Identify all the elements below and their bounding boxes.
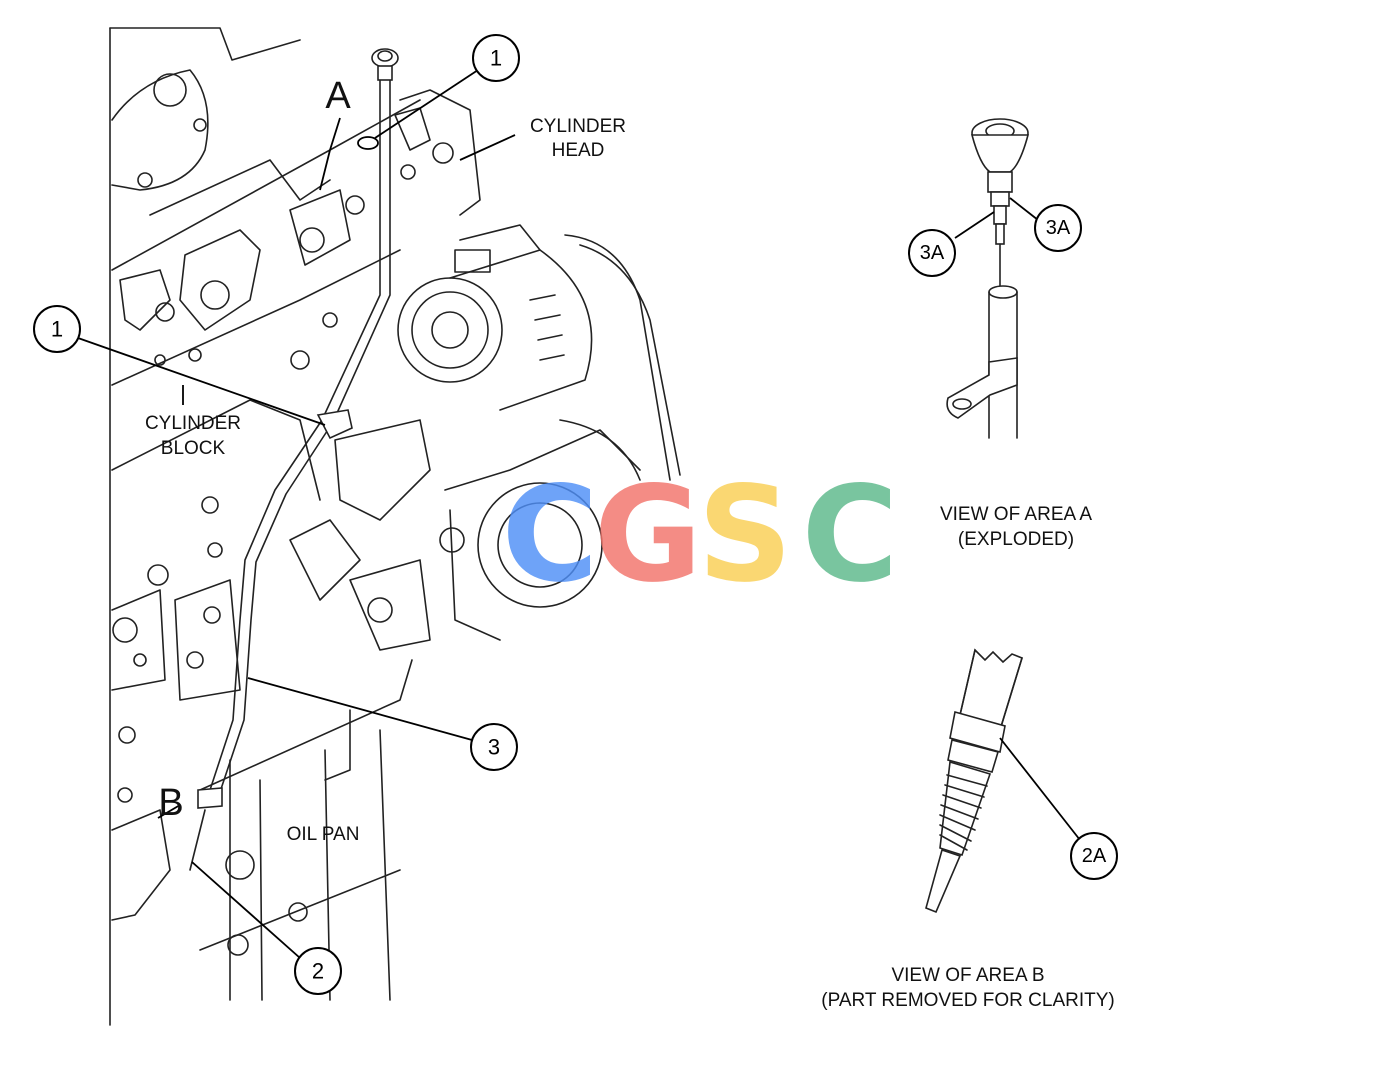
watermark-letter-c1: C xyxy=(502,458,599,612)
leader-2 xyxy=(191,861,301,959)
label-cylinder-head-line2: HEAD xyxy=(552,140,605,161)
svg-text:2A: 2A xyxy=(1082,845,1107,867)
watermark-letter-g: G xyxy=(594,458,702,612)
leader-1-left xyxy=(77,337,326,426)
engine-line-art xyxy=(109,27,681,1026)
watermark-letter-c2: C xyxy=(802,458,899,612)
area-a-pointer xyxy=(319,117,341,191)
view-area-b-subtitle: (PART REMOVED FOR CLARITY) xyxy=(821,990,1114,1011)
svg-text:1: 1 xyxy=(51,317,63,342)
leader-3 xyxy=(247,677,473,741)
leader-1-top xyxy=(374,69,479,139)
leader-cyl-head xyxy=(459,134,516,161)
view-area-b-title: VIEW OF AREA B xyxy=(891,965,1044,986)
svg-text:3A: 3A xyxy=(1046,217,1071,239)
label-cylinder-block-line2: BLOCK xyxy=(161,438,226,459)
label-cylinder-head-line1: CYLINDER xyxy=(530,116,626,137)
view-area-a-title: VIEW OF AREA A xyxy=(940,504,1092,525)
leader-lines xyxy=(77,69,516,959)
svg-text:2: 2 xyxy=(312,959,324,984)
callout-2: 2 xyxy=(294,947,342,995)
callout-3: 3 xyxy=(470,723,518,771)
callout-1-top: 1 xyxy=(472,34,520,82)
watermark-letter-s: S xyxy=(697,458,792,612)
callout-2a: 2A xyxy=(1070,832,1118,880)
callout-1-left: 1 xyxy=(33,305,81,353)
label-oil-pan: OIL PAN xyxy=(287,824,360,845)
callout-3a-right: 3A xyxy=(1034,204,1082,252)
svg-text:3A: 3A xyxy=(920,242,945,264)
label-cylinder-block-line1: CYLINDER xyxy=(145,413,241,434)
view-area-b xyxy=(925,648,1081,914)
alternator xyxy=(397,224,593,411)
area-b-pointer xyxy=(157,804,181,819)
svg-text:1: 1 xyxy=(490,46,502,71)
starter-motor xyxy=(439,419,641,641)
cgsc-watermark: C G S C xyxy=(502,458,899,612)
leader-2a xyxy=(999,737,1081,841)
view-area-a-subtitle: (EXPLODED) xyxy=(958,529,1074,550)
svg-text:3: 3 xyxy=(488,735,500,760)
callout-3a-left: 3A xyxy=(908,229,956,277)
part-labels: A B CYLINDER HEAD CYLINDER BLOCK OIL PAN xyxy=(145,75,626,845)
dipstick-tube xyxy=(189,48,399,871)
label-area-a: A xyxy=(325,75,351,117)
leader-3a-right xyxy=(1009,197,1039,221)
label-area-b: B xyxy=(158,782,183,824)
view-area-a xyxy=(946,118,1039,439)
leader-3a-left xyxy=(954,211,995,239)
